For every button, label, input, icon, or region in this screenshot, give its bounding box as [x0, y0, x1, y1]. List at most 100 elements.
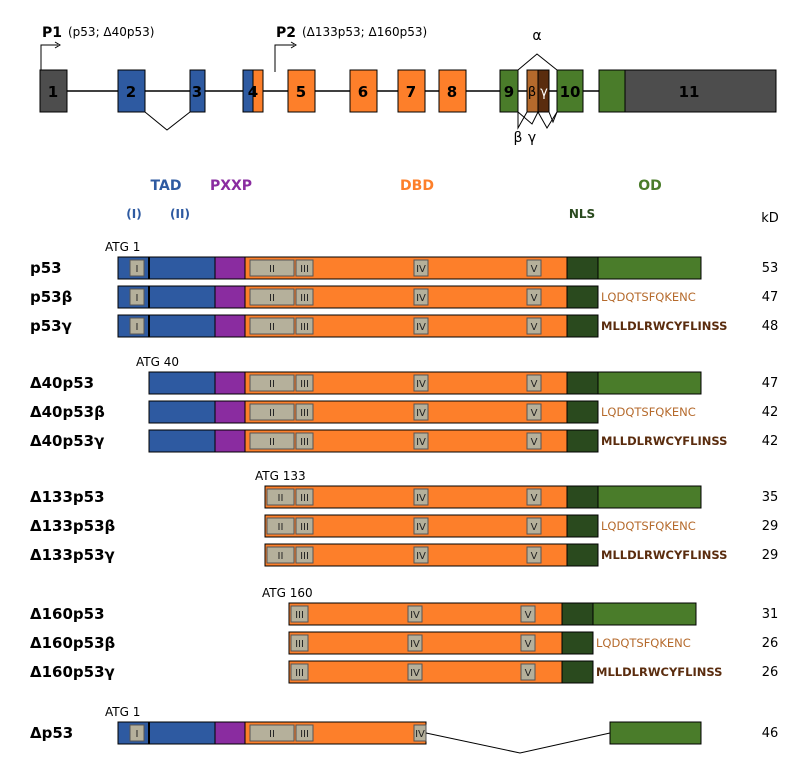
isoform-1-box-i-label: I	[136, 293, 139, 304]
isoform-10-nls	[561, 631, 594, 655]
isoform-6-box-iii-label: III	[300, 493, 309, 504]
exon-6	[349, 69, 378, 113]
exon-10-label: 10	[560, 83, 581, 101]
isoform-5-box-ii	[249, 432, 295, 450]
isoform-10-box-iii	[290, 634, 309, 652]
isoform-3-kd: 47	[762, 376, 779, 391]
isoform-2-name: p53γ	[30, 317, 72, 335]
isoform-4-box-ii	[249, 403, 295, 421]
isoform-2-box-i-label: I	[136, 322, 139, 333]
isoform-11-kd: 26	[762, 665, 779, 680]
isoform-11-box-v	[520, 663, 536, 681]
exon-8	[438, 69, 467, 113]
isoform-9-box-v-label: V	[525, 610, 532, 621]
isoform-8-box-v-label: V	[531, 551, 538, 562]
isoform-3-od	[597, 371, 702, 395]
isoform-1-box-ii	[249, 288, 295, 306]
isoform-8-nls	[566, 543, 599, 567]
isoform-9-box-iv-label: IV	[410, 610, 420, 621]
isoform-10-box-iv	[407, 634, 423, 652]
isoform-6-box-v	[526, 488, 542, 506]
isoform-5-box-iv-label: IV	[416, 437, 426, 448]
isoform-4-box-iv	[413, 403, 429, 421]
isoform-10-box-iv-label: IV	[410, 639, 420, 650]
isoform-7-box-v	[526, 517, 542, 535]
splice-alpha	[517, 53, 558, 71]
isoform-12-kd: 46	[762, 726, 779, 741]
isoform-3-start-codon: ATG 40	[136, 355, 179, 369]
isoform-10-box-v	[520, 634, 536, 652]
isoform-1-box-iv-label: IV	[416, 293, 426, 304]
isoform-5-name: Δ40p53γ	[30, 432, 104, 450]
kd-header: kD	[761, 211, 779, 226]
isoform-9-box-v	[520, 605, 536, 623]
isoform-8-box-v	[526, 546, 542, 564]
isoform-5-box-ii-label: II	[269, 437, 275, 448]
isoform-2-box-iv-label: IV	[416, 322, 426, 333]
isoform-1-box-iii-label: III	[300, 293, 309, 304]
isoform-10-beta-tail: LQDQTSFQKENC	[596, 636, 691, 650]
splice-gamma-out	[548, 111, 558, 124]
isoform-0-box-ii	[249, 259, 295, 277]
isoform-12-box-iii	[295, 724, 314, 742]
p2-arrowhead	[290, 41, 297, 49]
isoform-8-box-iv-label: IV	[416, 551, 426, 562]
isoform-12-box-ii-label: II	[269, 729, 275, 740]
isoform-7-nls	[566, 514, 599, 538]
isoform-2-box-ii-label: II	[269, 322, 275, 333]
exon-5-label: 5	[296, 83, 306, 101]
isoform-12-box-iii-label: III	[300, 729, 309, 740]
isoform-0-box-iv	[413, 259, 429, 277]
isoform-1-box-i	[129, 288, 145, 306]
splice-skip-exon2-3	[144, 111, 191, 131]
isoform-4-box-iii-label: III	[300, 408, 309, 419]
nls-label: NLS	[569, 207, 595, 221]
isoform-4-tad	[148, 400, 216, 424]
isoform-2-nls	[566, 314, 599, 338]
isoform-11-box-iii	[290, 663, 309, 681]
isoform-2-box-i	[129, 317, 145, 335]
isoform-4-box-iv-label: IV	[416, 408, 426, 419]
isoform-10-kd: 26	[762, 636, 779, 651]
isoform-0-box-iii-label: III	[300, 264, 309, 275]
isoform-11-box-v-label: V	[525, 668, 532, 679]
p1-label: P1	[42, 25, 62, 41]
isoform-9-kd: 31	[762, 607, 779, 622]
splice-beta-out	[537, 111, 558, 129]
isoform-2-kd: 48	[762, 319, 779, 334]
exon-8-label: 8	[447, 83, 457, 101]
exon-9-gamma	[537, 69, 550, 113]
exon-4-right	[252, 69, 264, 113]
splice-beta	[517, 111, 528, 130]
alpha-label: α	[532, 28, 541, 44]
isoform-4-box-v-label: V	[531, 408, 538, 419]
pxxp-header: PXXP	[210, 178, 252, 194]
dbd-header: DBD	[400, 178, 434, 194]
isoform-9-box-iii	[290, 605, 309, 623]
exon-7	[397, 69, 426, 113]
isoform-4-beta-tail: LQDQTSFQKENC	[601, 405, 696, 419]
isoform-11-box-iv	[407, 663, 423, 681]
isoform-2-box-ii	[249, 317, 295, 335]
od-header: OD	[638, 178, 662, 194]
isoform-2-gamma-tail: MLLDLRWCYFLINSS	[601, 319, 727, 333]
exon-1	[39, 69, 68, 113]
isoform-8-box-iii	[295, 546, 314, 564]
isoform-1-box-iv	[413, 288, 429, 306]
exon-11-coding	[598, 69, 626, 113]
exon-9-label: 9	[504, 83, 514, 101]
isoform-2-box-iii	[295, 317, 314, 335]
isoform-8-box-iii-label: III	[300, 551, 309, 562]
isoform-6-box-iv	[413, 488, 429, 506]
isoform-1-pxxp	[214, 285, 246, 309]
isoform-3-name: Δ40p53	[30, 374, 94, 392]
isoform-12-start-codon: ATG 1	[105, 705, 140, 719]
isoform-8-box-ii	[266, 546, 295, 564]
isoform-0-start-codon: ATG 1	[105, 240, 140, 254]
isoform-7-beta-tail: LQDQTSFQKENC	[601, 519, 696, 533]
isoform-10-name: Δ160p53β	[30, 634, 116, 652]
isoform-7-name: Δ133p53β	[30, 517, 116, 535]
isoform-11-box-iv-label: IV	[410, 668, 420, 679]
gene-structure: P1 (p53; Δ40p53) P2 (Δ133p53; Δ160p53) 1…	[39, 25, 777, 146]
